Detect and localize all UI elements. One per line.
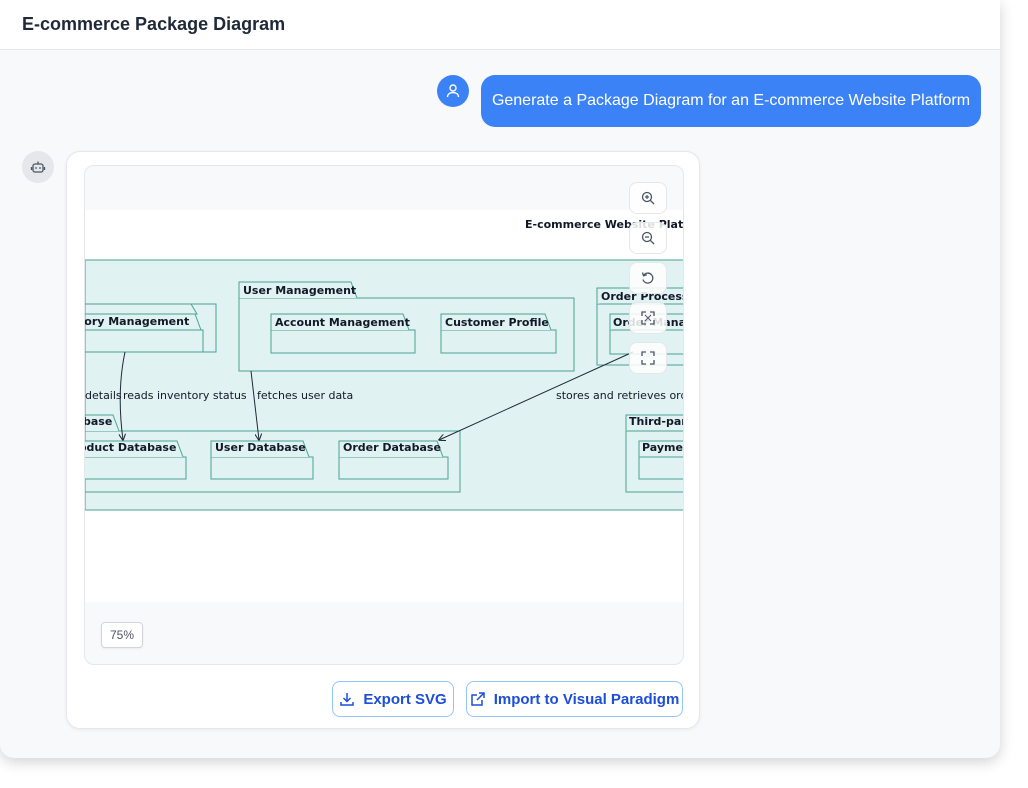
zoom-out-icon — [641, 231, 655, 245]
import-label: Import to Visual Paradigm — [493, 690, 680, 708]
relation-reads-label: reads inventory status — [123, 389, 247, 402]
relation-details-label: details — [85, 389, 122, 402]
package-product-db-label: oduct Database — [85, 441, 176, 454]
package-user-management[interactable]: User Management Account Management Custo… — [238, 281, 575, 372]
package-customer-label: Customer Profile — [445, 316, 549, 329]
package-user-management-label: User Management — [243, 284, 356, 297]
reset-view-button[interactable] — [629, 262, 667, 294]
package-order-db-label: Order Database — [343, 441, 441, 454]
fullscreen-button[interactable] — [629, 342, 667, 374]
arrow-fetches-user — [250, 370, 259, 440]
package-database-label: base — [85, 415, 112, 428]
package-inventory[interactable]: tory Management — [85, 303, 217, 353]
package-diagram: E-commerce Website Platfo tory Managemen… — [85, 218, 684, 511]
arrow-reads-inventory — [120, 351, 125, 440]
zoom-in-icon — [641, 191, 655, 205]
robot-icon — [30, 161, 46, 173]
zoom-out-button[interactable] — [629, 222, 667, 254]
arrow-stores-order — [439, 351, 634, 440]
zoom-level-badge: 75% — [101, 622, 143, 648]
relation-fetches-label: fetches user data — [257, 389, 353, 402]
export-svg-button[interactable]: Export SVG — [332, 681, 454, 717]
package-order-processing-label: Order Process — [601, 290, 684, 303]
user-icon — [446, 84, 460, 98]
diagram-canvas[interactable]: E-commerce Website Platfo tory Managemen… — [85, 210, 684, 602]
bot-message-card: E-commerce Website Platfo tory Managemen… — [66, 151, 700, 729]
page-title: E-commerce Package Diagram — [22, 14, 286, 34]
fit-view-button[interactable] — [629, 302, 667, 334]
header: E-commerce Package Diagram — [0, 0, 1000, 50]
bot-avatar — [22, 151, 54, 183]
package-database[interactable]: base oduct Database User Database Order … — [85, 414, 461, 493]
zoom-in-button[interactable] — [629, 182, 667, 214]
user-avatar — [437, 75, 469, 107]
package-inventory-label: tory Management — [85, 315, 189, 328]
export-svg-label: Export SVG — [363, 690, 447, 708]
package-payment-label: Paymen — [642, 441, 684, 454]
package-third-party[interactable]: Third-par Paymen — [625, 414, 684, 493]
relation-stores-label: stores and retrieves order — [556, 389, 684, 402]
app-window: E-commerce Package Diagram Generate a Pa… — [0, 0, 1000, 729]
external-link-icon — [470, 692, 485, 706]
reset-icon — [641, 272, 654, 284]
download-icon — [340, 693, 355, 706]
user-message-bubble: Generate a Package Diagram for an E-comm… — [481, 75, 981, 127]
package-third-party-label: Third-par — [629, 415, 684, 428]
import-visual-paradigm-button[interactable]: Import to Visual Paradigm — [466, 681, 683, 717]
package-user-db-label: User Database — [215, 441, 306, 454]
fit-icon — [641, 311, 655, 325]
diagram-viewer[interactable]: E-commerce Website Platfo tory Managemen… — [84, 165, 684, 665]
package-account-label: Account Management — [275, 316, 410, 329]
fullscreen-icon — [641, 351, 655, 365]
